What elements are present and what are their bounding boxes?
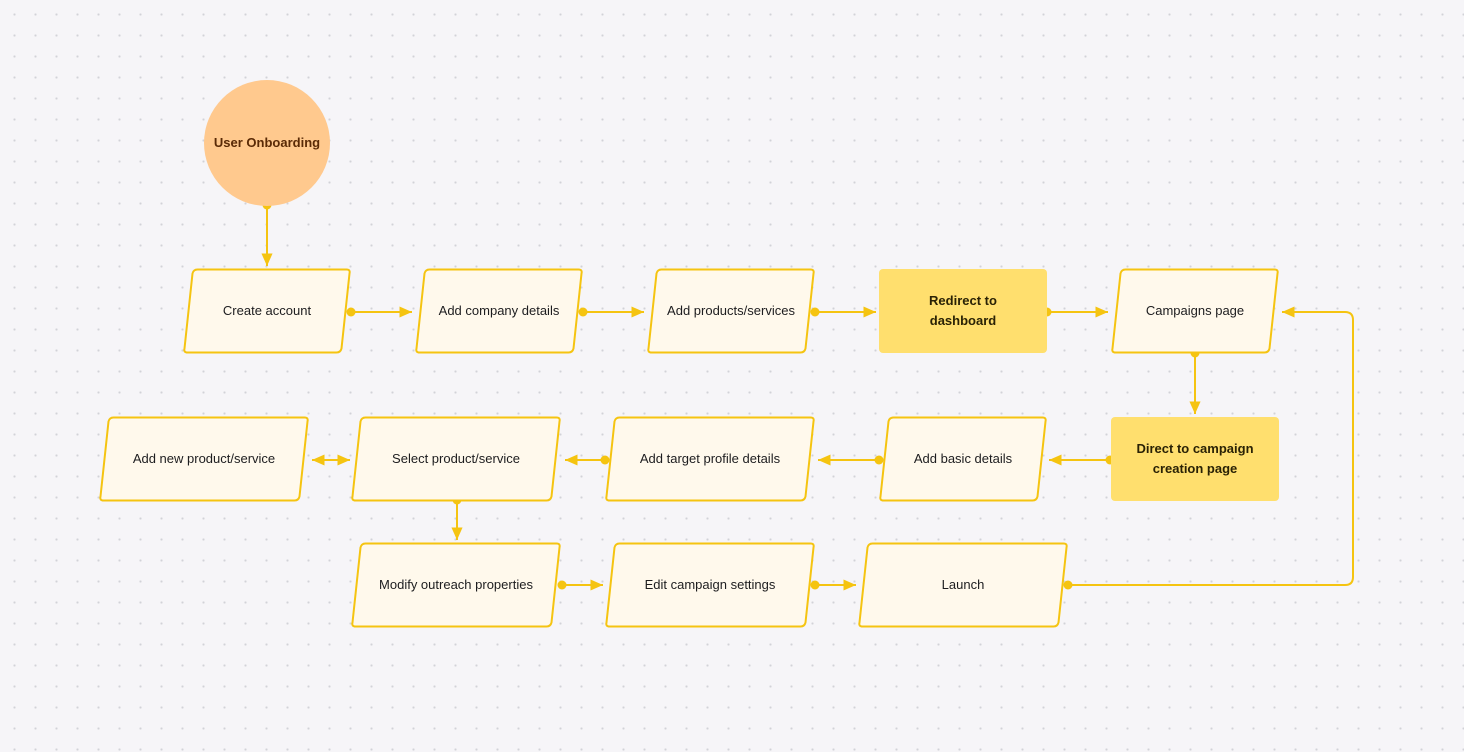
parallelogram-shape bbox=[1111, 268, 1279, 354]
node-label: Create account bbox=[222, 303, 312, 318]
node-label: Direct to campaign creation page bbox=[1136, 441, 1254, 476]
parallelogram-shape bbox=[647, 268, 815, 354]
node-add-basic-details[interactable]: Add basic details bbox=[878, 416, 1048, 502]
node-select-product-service[interactable]: Select product/service bbox=[350, 416, 562, 502]
connector-dot bbox=[810, 580, 820, 590]
node-edit-campaign-settings[interactable]: Edit campaign settings bbox=[604, 542, 816, 628]
node-label: Select product/service bbox=[392, 451, 520, 466]
parallelogram-shape bbox=[183, 268, 351, 354]
start-node-label: User Onboarding bbox=[213, 135, 321, 150]
node-label: Add company details bbox=[438, 303, 560, 318]
node-modify-outreach-properties[interactable]: Modify outreach properties bbox=[350, 542, 562, 628]
parallelogram-shape bbox=[351, 416, 561, 502]
node-label: Add new product/service bbox=[132, 451, 276, 466]
node-redirect-to-dashboard[interactable]: Redirect to dashboard bbox=[879, 269, 1047, 353]
node-add-company-details[interactable]: Add company details bbox=[414, 268, 584, 354]
node-launch[interactable]: Launch bbox=[857, 542, 1069, 628]
node-label: Redirect to dashboard bbox=[929, 293, 997, 328]
connector-dot bbox=[810, 307, 820, 317]
connector-dot bbox=[1063, 580, 1073, 590]
node-label: Modify outreach properties bbox=[379, 577, 533, 592]
parallelogram-shape bbox=[99, 416, 309, 502]
node-label: Launch bbox=[941, 577, 985, 592]
parallelogram-shape bbox=[415, 268, 583, 354]
parallelogram-shape bbox=[605, 416, 815, 502]
connector-dot bbox=[874, 455, 884, 465]
node-add-target-profile-details[interactable]: Add target profile details bbox=[604, 416, 816, 502]
parallelogram-shape bbox=[858, 542, 1068, 628]
parallelogram-shape bbox=[351, 542, 561, 628]
node-label: Add target profile details bbox=[639, 451, 781, 466]
node-direct-to-campaign-creation[interactable]: Direct to campaign creation page bbox=[1111, 417, 1279, 501]
node-create-account[interactable]: Create account bbox=[182, 268, 352, 354]
node-label: Add basic details bbox=[913, 451, 1013, 466]
parallelogram-shape bbox=[879, 416, 1047, 502]
connector-dot bbox=[600, 455, 610, 465]
parallelogram-shape bbox=[605, 542, 815, 628]
connector-launch-to-campaigns bbox=[1068, 306, 1354, 586]
node-add-new-product-service[interactable]: Add new product/service bbox=[98, 416, 310, 502]
start-node-user-onboarding[interactable]: User Onboarding bbox=[204, 80, 330, 206]
node-add-products-services[interactable]: Add products/services bbox=[646, 268, 816, 354]
connector-dot bbox=[557, 580, 567, 590]
connector-dot bbox=[578, 307, 588, 317]
node-label: Edit campaign settings bbox=[644, 577, 776, 592]
node-label: Campaigns page bbox=[1145, 303, 1245, 318]
node-label: Add products/services bbox=[667, 303, 795, 318]
node-campaigns-page[interactable]: Campaigns page bbox=[1110, 268, 1280, 354]
connector-dot bbox=[346, 307, 356, 317]
